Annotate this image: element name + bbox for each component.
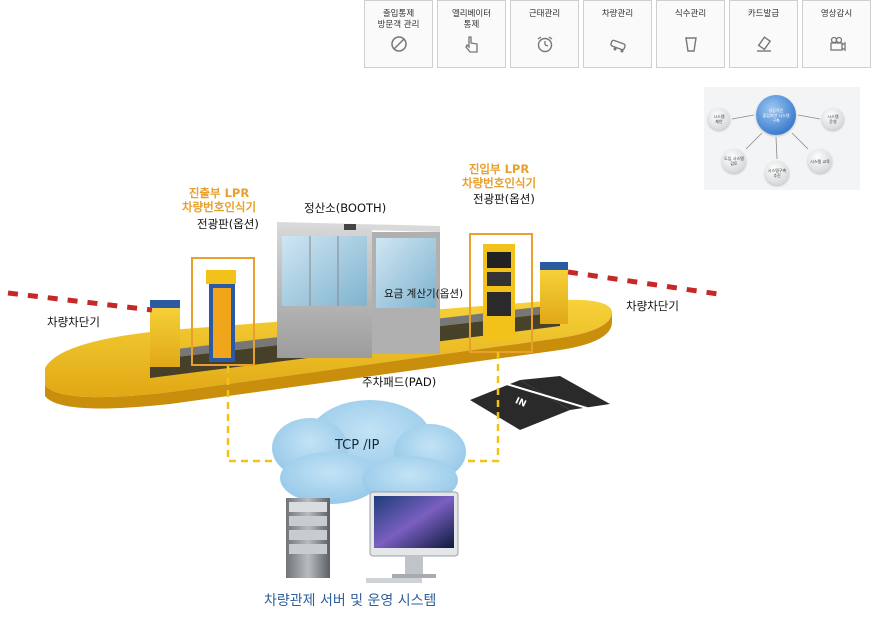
bubble-center: 성공적인 출입보안 시스템 구축 <box>756 95 796 135</box>
menu-item-label: 엘리베이터 통제 <box>451 9 492 30</box>
server-icon <box>286 498 330 578</box>
menu-item-3[interactable]: 차량관리 <box>583 0 652 68</box>
menu-item-label: 차량관리 <box>601 9 634 19</box>
cup-icon <box>680 33 702 55</box>
booth <box>277 222 440 358</box>
menu-item-6[interactable]: 영상감시 <box>802 0 871 68</box>
fare-machine-label: 요금 계산기(옵션) <box>384 288 464 300</box>
menu-item-label: 출입통제 방문객 관리 <box>377 9 420 30</box>
entry-lpr-label: 진입부 LPR 차량번호인식기 <box>462 162 537 190</box>
exit-lpr-unit <box>191 257 255 366</box>
exit-display-label: 전광판(옵션) <box>197 217 259 231</box>
process-diagram: 시스템 제안 성공적인 출입보안 시스템 구축 시스템 운영 도입 시스템 검토… <box>704 87 860 190</box>
left-barrier <box>7 290 180 367</box>
car-icon <box>607 33 629 55</box>
menu-item-label: 카드발급 <box>747 9 780 19</box>
booth-label: 정산소(BOOTH) <box>304 201 387 215</box>
menu-item-1[interactable]: 엘리베이터 통제 <box>437 0 506 68</box>
cloud-label: TCP /IP <box>335 438 380 453</box>
menu-item-5[interactable]: 카드발급 <box>729 0 798 68</box>
right-barrier <box>540 262 719 324</box>
bubble-review: 도입 시스템 검토 <box>722 149 746 173</box>
menu-item-label: 영상감시 <box>820 9 853 19</box>
alarm-clock-icon <box>534 33 556 55</box>
menu-item-label: 식수관리 <box>674 9 707 19</box>
road-marking <box>470 376 610 430</box>
menu-item-2[interactable]: 근태관리 <box>510 0 579 68</box>
prohibited-icon <box>388 33 410 55</box>
bubble-build: 시스템구축 추진 <box>765 161 789 185</box>
bubble-proposal: 시스템 제안 <box>708 108 730 130</box>
bubble-education: 시스템 교육 <box>808 149 832 173</box>
pad-label: 주차패드(PAD) <box>362 375 437 389</box>
camera-icon <box>826 33 848 55</box>
tcp-ip-cloud <box>272 400 466 504</box>
hand-tap-icon <box>461 33 483 55</box>
right-barrier-label: 차량차단기 <box>626 299 679 313</box>
monitor-icon <box>366 491 459 583</box>
menu-item-4[interactable]: 식수관리 <box>656 0 725 68</box>
feature-menu: 출입통제 방문객 관리 엘리베이터 통제 근태관리 차량관리 식수관리 카드발급 영상감시 <box>364 0 871 70</box>
bubble-operation: 시스템 운영 <box>822 108 844 130</box>
entry-lpr-unit <box>469 233 533 353</box>
exit-lpr-label: 진출부 LPR 차량번호인식기 <box>182 186 257 214</box>
entry-display-label: 전광판(옵션) <box>473 192 535 206</box>
card-icon <box>753 33 775 55</box>
menu-item-0[interactable]: 출입통제 방문객 관리 <box>364 0 433 68</box>
left-barrier-label: 차량차단기 <box>47 315 100 329</box>
network-lines <box>226 352 500 463</box>
menu-item-label: 근태관리 <box>528 9 561 19</box>
system-label: 차량관제 서버 및 운영 시스템 <box>264 593 437 609</box>
